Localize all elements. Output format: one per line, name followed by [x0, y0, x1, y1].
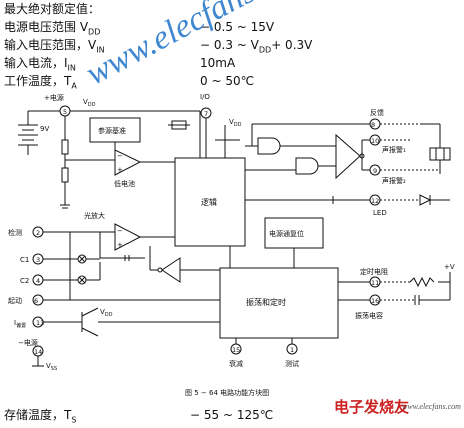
- spec-supply-label: 电源电压范围 VDD: [4, 20, 101, 37]
- pin-9-label: 9: [373, 167, 377, 175]
- spec-temp-value: 0 ~ 50℃: [200, 74, 255, 88]
- svg-text:+: +: [117, 166, 123, 174]
- label-test: 测试: [285, 359, 299, 368]
- pin-1: [286, 343, 298, 355]
- svg-text:+: +: [117, 241, 123, 249]
- pin-15: [230, 343, 242, 355]
- label-vss: VSS: [46, 362, 57, 372]
- figure-caption: 图 5 − 64 电路功能方块图: [185, 388, 269, 397]
- label-i-bias: I偏置: [14, 319, 26, 329]
- pin-14-label: 14: [34, 348, 42, 356]
- pin-12-label: 6: [34, 297, 38, 305]
- spec-temp-label: 工作温度，TA: [4, 74, 77, 91]
- label-led: LED: [373, 209, 387, 217]
- spec-input-voltage-label: 输入电压范围，VIN: [4, 38, 105, 55]
- label-c2: C2: [20, 277, 29, 285]
- label-detect: 检测: [8, 228, 22, 237]
- pin-7-label: 7: [204, 110, 208, 118]
- pin-10-label: 10: [371, 137, 379, 145]
- label-feedback: 反馈: [370, 108, 384, 117]
- battery-label: 9V: [40, 125, 49, 133]
- label-plus-supply: +电源: [44, 93, 64, 102]
- watermark-corner-url: www.elecfans.com: [402, 402, 461, 411]
- label-vdd: VDD: [83, 98, 96, 108]
- spec-storage-value: − 55 ~ 125℃: [190, 408, 274, 422]
- svg-text:−: −: [117, 152, 123, 160]
- pin-5-label: 5: [63, 108, 67, 116]
- label-vdd-bias: VDD: [100, 308, 113, 318]
- pin-1-label: 1: [290, 346, 294, 354]
- pin-4-label: 4: [36, 277, 40, 285]
- spec-input-voltage-value: − 0.3 ~ VDD+ 0.3V: [200, 38, 313, 55]
- label-opamp: 光放大: [84, 211, 105, 220]
- spec-supply-value: − 0.5 ~ 15V: [200, 20, 275, 34]
- label-io: I/O: [200, 93, 210, 101]
- inverter-triangle: [161, 257, 181, 283]
- block-osc-timer-label: 振荡和定时: [246, 297, 286, 307]
- block-osc-timer: [219, 267, 339, 339]
- spec-heading: 最大绝对额定值：: [4, 2, 101, 16]
- label-start: 起动: [8, 296, 22, 305]
- watermark-corner: 电子发烧友: [334, 400, 410, 416]
- label-timing-c: 振荡电容: [355, 311, 383, 320]
- pin-13-label: 11: [371, 279, 379, 287]
- label-vdd-io: VDD: [229, 118, 242, 128]
- pin-16-label: 16: [371, 297, 379, 305]
- label-reduce: 衰减: [229, 359, 243, 368]
- spec-input-current-value: 10mA: [200, 56, 236, 70]
- label-vplus: +V: [444, 263, 455, 271]
- and-gate-1: [257, 137, 281, 155]
- block-power-reset-label: 电源通复位: [269, 229, 304, 238]
- label-horn2: 声报警₂: [382, 176, 406, 185]
- pin-6-label: 13: [36, 319, 44, 327]
- pin-11-label: 12: [371, 197, 379, 205]
- label-c1: C1: [20, 256, 29, 264]
- block-logic-label: 逻辑: [201, 197, 217, 207]
- label-horn1: 声报警₁: [382, 145, 406, 154]
- pin-15-label: 15: [232, 346, 240, 354]
- pin-3-label: 3: [36, 256, 40, 264]
- timing-resistor-icon: [409, 276, 435, 288]
- label-neg-supply: −电源: [18, 338, 38, 347]
- opamp-triangle: [114, 223, 142, 251]
- led-icon: [419, 194, 432, 206]
- and-gate-2: [295, 157, 319, 175]
- block-logic: [174, 157, 246, 247]
- pin-8-label: 8: [371, 121, 375, 129]
- label-low-battery: 低电池: [114, 179, 135, 188]
- spec-storage-label: 存储温度，TS: [4, 408, 77, 425]
- pin-2-label: 2: [36, 229, 40, 237]
- spec-input-current-label: 输入电流，IIN: [4, 56, 76, 73]
- label-timing-r: 定时电阻: [360, 267, 388, 276]
- svg-text:−: −: [117, 227, 123, 235]
- block-ref-source-label: 参源基准: [98, 126, 126, 135]
- piezo-horn-icon: [429, 147, 451, 161]
